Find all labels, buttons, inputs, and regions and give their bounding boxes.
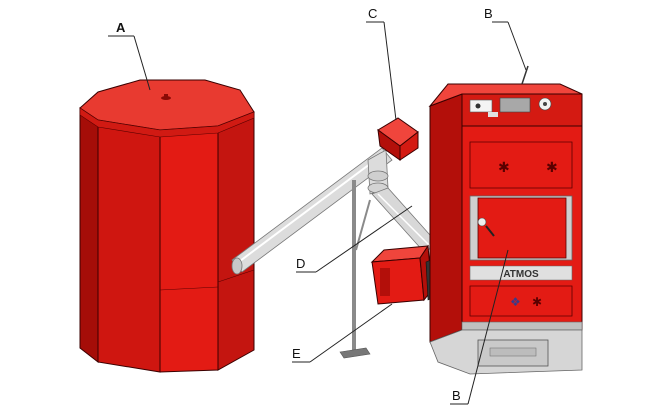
svg-text:✱: ✱ <box>498 160 510 176</box>
pellet-tank <box>79 79 255 373</box>
label-b-top: B <box>484 6 493 21</box>
label-a: A <box>116 20 126 35</box>
callout-b-top: B <box>484 6 527 71</box>
brand-label: ATMOS <box>503 269 539 280</box>
label-e: E <box>292 346 301 361</box>
svg-text:✱: ✱ <box>532 295 542 309</box>
callout-d: D <box>296 205 413 273</box>
callout-c: C <box>366 6 397 121</box>
label-d: D <box>296 256 305 271</box>
label-c: C <box>368 6 377 21</box>
auger-motor <box>377 117 419 161</box>
boiler: ✱ ✱ ATMOS ❖ ✱ <box>428 65 583 375</box>
label-b-bottom: B <box>452 388 461 403</box>
callout-b-bottom: B <box>450 249 509 405</box>
callout-e: E <box>292 303 393 363</box>
svg-text:✱: ✱ <box>546 160 558 176</box>
svg-text:❖: ❖ <box>510 295 521 309</box>
auger-conveyor <box>231 147 439 359</box>
callout-a: A <box>108 20 151 91</box>
